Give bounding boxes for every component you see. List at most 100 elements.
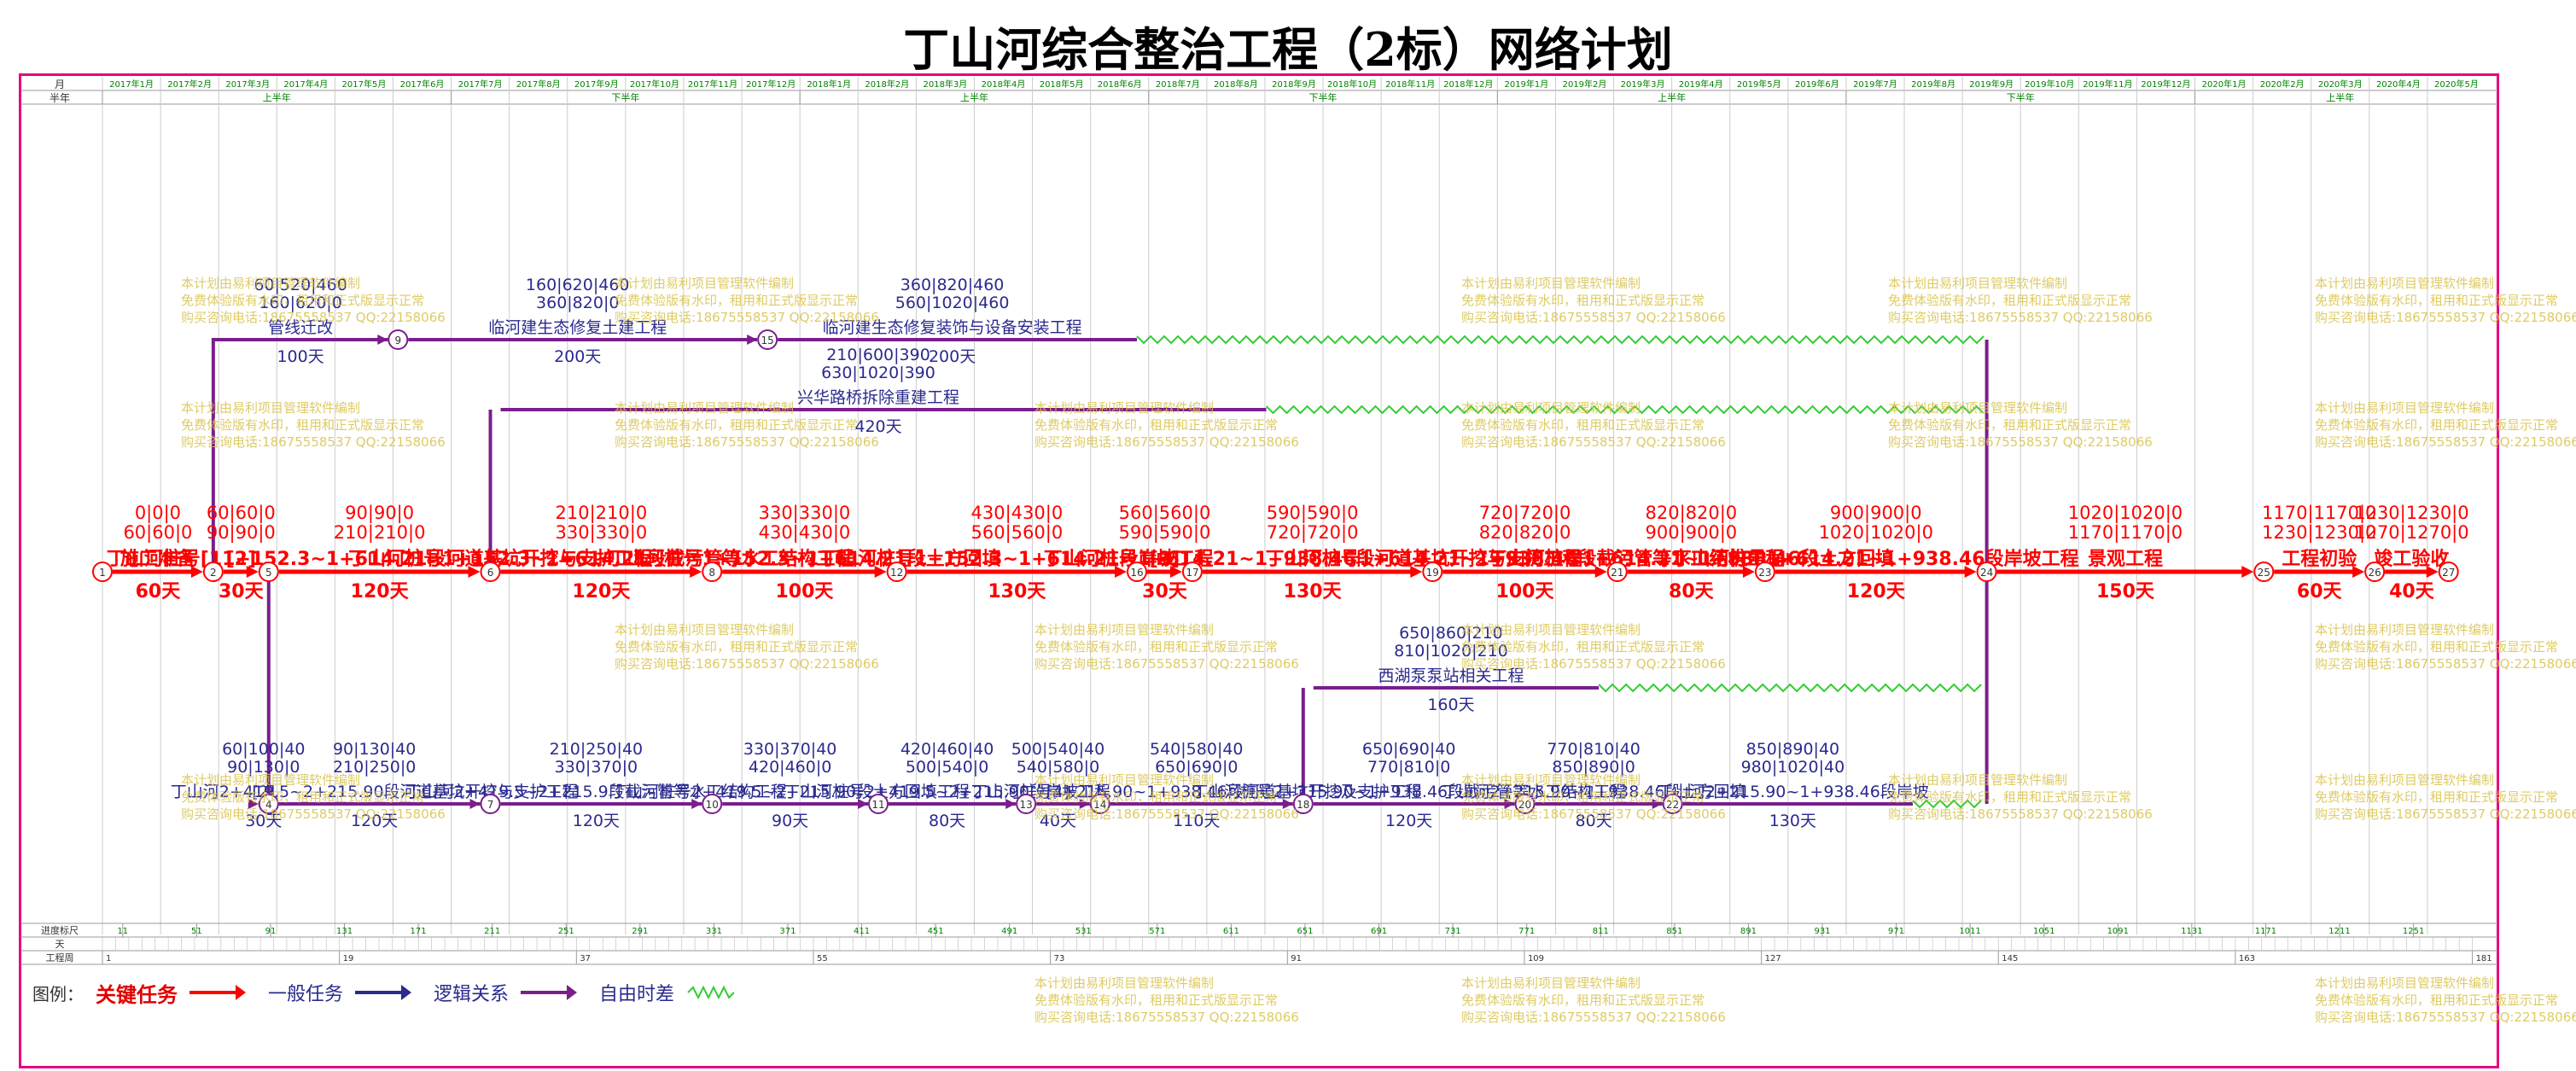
progress-tick-label: 811 xyxy=(1593,927,1609,936)
week-tick-label: 55 xyxy=(817,954,828,963)
general-task-20-22-head xyxy=(1652,799,1663,809)
critical-task-16-17-duration: 30天 xyxy=(1142,581,1188,602)
watermark-line: 购买咨询电话:18675558537 QQ:22158066 xyxy=(2315,806,2576,822)
watermark-line: 免费体验版有水印，租用和正式版显示正常 xyxy=(1461,417,1705,433)
critical-task-8-12-duration: 100天 xyxy=(775,581,834,602)
watermark: 本计划由易利项目管理软件编制免费体验版有水印，租用和正式版显示正常购买咨询电话:… xyxy=(1461,975,1726,1026)
calendar-month-label: 2017年2月 xyxy=(167,79,212,90)
progress-tick-label: 371 xyxy=(779,927,796,936)
watermark-line: 购买咨询电话:18675558537 QQ:22158066 xyxy=(181,806,446,822)
node-label: 17 xyxy=(1186,567,1198,579)
watermark-line: 购买咨询电话:18675558537 QQ:22158066 xyxy=(1461,806,1726,822)
watermark-line: 免费体验版有水印，租用和正式版显示正常 xyxy=(1888,789,2132,805)
general-task-6-X2-params-finish: 630|1020|390 xyxy=(821,364,935,382)
calendar-month-label: 2019年1月 xyxy=(1504,79,1548,90)
watermark: 本计划由易利项目管理软件编制免费体验版有水印，租用和正式版显示正常购买咨询电话:… xyxy=(615,275,879,326)
critical-task-21-23-duration: 80天 xyxy=(1669,581,1715,602)
general-task-10-11-params-finish: 420|460|0 xyxy=(749,758,831,777)
watermark-line: 购买咨询电话:18675558537 QQ:22158066 xyxy=(1034,434,1299,450)
critical-task-5-6-head xyxy=(468,566,481,578)
node-label: 20 xyxy=(1518,799,1531,811)
critical-task-1-2-duration: 60天 xyxy=(136,581,182,602)
legend-float-wave-icon xyxy=(687,985,735,1000)
critical-task-2-5-head xyxy=(246,566,259,578)
general-task-18-20-params-start: 650|690|40 xyxy=(1362,740,1456,759)
critical-task-12-16-label: 丁山河桩号1+152.3~1+614.21段岸坡工程 xyxy=(820,548,1213,570)
node-circle xyxy=(868,794,889,814)
calendar-half-label: 下半年 xyxy=(1309,91,1338,103)
chart-frame xyxy=(19,73,2499,1068)
general-task-13-14-params-finish: 540|580|0 xyxy=(1017,758,1099,777)
week-tick-label: 163 xyxy=(2239,954,2255,963)
watermark-line: 免费体验版有水印，租用和正式版显示正常 xyxy=(1888,417,2132,433)
general-task-15-X1-label: 临河建生态修复装饰与设备安装工程 xyxy=(823,318,1082,337)
watermark-line: 免费体验版有水印，租用和正式版显示正常 xyxy=(1461,293,1705,308)
general-task-20-22-params-finish: 850|890|0 xyxy=(1552,758,1635,777)
general-task-13-14-head xyxy=(1079,799,1090,809)
watermark-line: 购买咨询电话:18675558537 QQ:22158066 xyxy=(1461,1010,1726,1025)
watermark-line: 购买咨询电话:18675558537 QQ:22158066 xyxy=(1461,434,1726,450)
progress-tick-label: 1171 xyxy=(2255,927,2276,936)
watermark-line: 免费体验版有水印，租用和正式版显示正常 xyxy=(2315,417,2559,433)
calendar-month-label: 2017年3月 xyxy=(225,79,270,90)
watermark: 本计划由易利项目管理软件编制免费体验版有水印，租用和正式版显示正常购买咨询电话:… xyxy=(1888,275,2153,326)
watermark-line: 本计划由易利项目管理软件编制 xyxy=(2315,276,2495,291)
critical-task-2-5-duration: 30天 xyxy=(219,581,265,602)
watermark: 本计划由易利项目管理软件编制免费体验版有水印，租用和正式版显示正常购买咨询电话:… xyxy=(1034,975,1299,1026)
progress-tick-label: 411 xyxy=(854,927,870,936)
progress-tick-label: 851 xyxy=(1666,927,1682,936)
general-task-11-13-head xyxy=(1005,799,1017,809)
general-task-2-9-duration: 100天 xyxy=(277,347,323,366)
general-task-10-11-duration: 90天 xyxy=(772,812,808,830)
node-circle xyxy=(258,562,279,582)
calendar-month-label: 2017年7月 xyxy=(458,79,503,90)
watermark-line: 购买咨询电话:18675558537 QQ:22158066 xyxy=(181,310,446,325)
general-task-15-X1-free-float xyxy=(1136,335,1984,345)
calendar-half-label: 上半年 xyxy=(960,91,988,103)
calendar-month-label: 2019年12月 xyxy=(2141,79,2190,90)
general-task-15-X1-duration: 200天 xyxy=(929,347,976,366)
watermark-line: 免费体验版有水印，租用和正式版显示正常 xyxy=(1034,417,1279,433)
calendar-month-label: 2017年4月 xyxy=(283,79,328,90)
general-task-18-20-head xyxy=(1504,799,1515,809)
progress-tick-label: 1131 xyxy=(2181,927,2202,936)
calendar-month-label: 2018年11月 xyxy=(1385,79,1435,90)
watermark-line: 本计划由易利项目管理软件编制 xyxy=(2315,400,2495,416)
node-label: 11 xyxy=(871,799,884,811)
watermark: 本计划由易利项目管理软件编制免费体验版有水印，租用和正式版显示正常购买咨询电话:… xyxy=(1461,621,1726,672)
node-label: 15 xyxy=(761,335,774,346)
critical-task-2-5-label: [2] xyxy=(226,549,256,570)
general-task-7-10-duration: 120天 xyxy=(573,812,620,830)
node-label: 12 xyxy=(890,567,903,579)
calendar-month-label: 2018年8月 xyxy=(1214,79,1258,90)
week-scale-label: 工程周 xyxy=(46,952,74,963)
critical-task-6-8-params-start: 210|210|0 xyxy=(556,503,648,524)
general-task-9-15-duration: 200天 xyxy=(554,347,601,366)
day-scale-label: 天 xyxy=(55,939,65,950)
progress-tick-label: 211 xyxy=(484,927,500,936)
watermark-line: 免费体验版有水印，租用和正式版显示正常 xyxy=(181,293,425,308)
watermark-line: 购买咨询电话:18675558537 QQ:22158066 xyxy=(1034,1010,1299,1025)
general-task-4-7-params-finish: 210|250|0 xyxy=(333,758,416,777)
watermark-line: 本计划由易利项目管理软件编制 xyxy=(181,276,361,291)
node-circle xyxy=(202,562,224,582)
node-circle xyxy=(1181,562,1203,582)
general-task-10-11-head xyxy=(858,799,869,809)
watermark: 本计划由易利项目管理软件编制免费体验版有水印，租用和正式版显示正常购买咨询电话:… xyxy=(1034,621,1299,672)
critical-task-17-19-head xyxy=(1410,566,1423,578)
node-circle xyxy=(757,329,778,350)
calendar-month-label: 2018年2月 xyxy=(865,79,909,90)
critical-task-5-6-params-finish: 210|210|0 xyxy=(334,522,426,544)
progress-tick-label: 1051 xyxy=(2033,927,2054,936)
general-task-11-13-duration: 80天 xyxy=(929,812,965,830)
watermark: 本计划由易利项目管理软件编制免费体验版有水印，租用和正式版显示正常购买咨询电话:… xyxy=(2315,771,2576,823)
watermark-line: 免费体验版有水印，租用和正式版显示正常 xyxy=(181,789,425,805)
legend-general-arrow-icon xyxy=(355,985,412,1000)
general-task-4-7-head xyxy=(469,799,481,809)
node-label: 18 xyxy=(1297,799,1309,811)
calendar-half-label: 下半年 xyxy=(2007,91,2035,103)
watermark-line: 购买咨询电话:18675558537 QQ:22158066 xyxy=(615,434,879,450)
general-task-14-18-params-start: 540|580|40 xyxy=(1150,740,1244,759)
watermark-line: 免费体验版有水印，租用和正式版显示正常 xyxy=(1888,293,2132,308)
